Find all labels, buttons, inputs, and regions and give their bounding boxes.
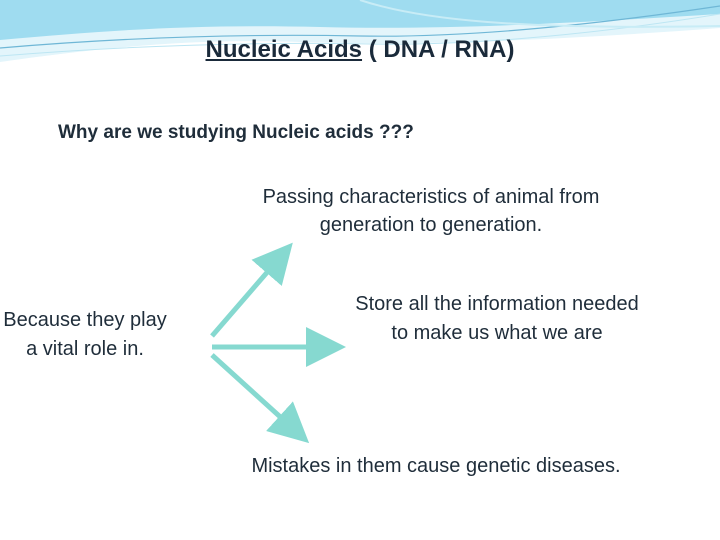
branch-bottom-text: Mistakes in them cause genetic diseases.	[251, 455, 621, 477]
arrow-down	[210, 353, 310, 444]
arrow-up	[210, 242, 293, 338]
branch-top-text: Passing characteristics of animal from g…	[262, 186, 600, 236]
title-main: Nucleic Acids	[205, 36, 363, 63]
reason-text: Because they play a vital role in.	[3, 309, 167, 360]
page-title: Nucleic Acids ( DNA / RNA)	[0, 36, 720, 64]
question-text: Why are we studying Nucleic acids ???	[58, 122, 414, 143]
branch-middle-text: Store all the information needed to make…	[355, 293, 639, 344]
title-rest: ( DNA / RNA)	[362, 36, 515, 63]
header-wave-decoration	[0, 0, 720, 62]
